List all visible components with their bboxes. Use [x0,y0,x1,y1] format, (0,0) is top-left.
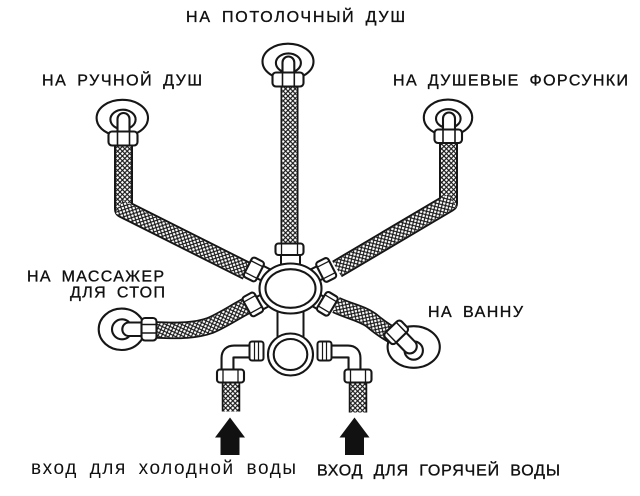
svg-text:НА МАССАЖЕР: НА МАССАЖЕР [27,269,164,286]
svg-text:ВХОД ДЛЯ ГОРЯЧЕЙ ВОДЫ: ВХОД ДЛЯ ГОРЯЧЕЙ ВОДЫ [317,460,560,479]
svg-text:НА ПОТОЛОЧНЫЙ ДУШ: НА ПОТОЛОЧНЫЙ ДУШ [186,7,405,26]
svg-text:НА ДУШЕВЫЕ ФОРСУНКИ: НА ДУШЕВЫЕ ФОРСУНКИ [393,72,628,89]
svg-text:НА ВАННУ: НА ВАННУ [428,304,524,321]
svg-text:ДЛЯ СТОП: ДЛЯ СТОП [70,285,165,302]
svg-text:вход для холодной воды: вход для холодной воды [31,458,296,479]
